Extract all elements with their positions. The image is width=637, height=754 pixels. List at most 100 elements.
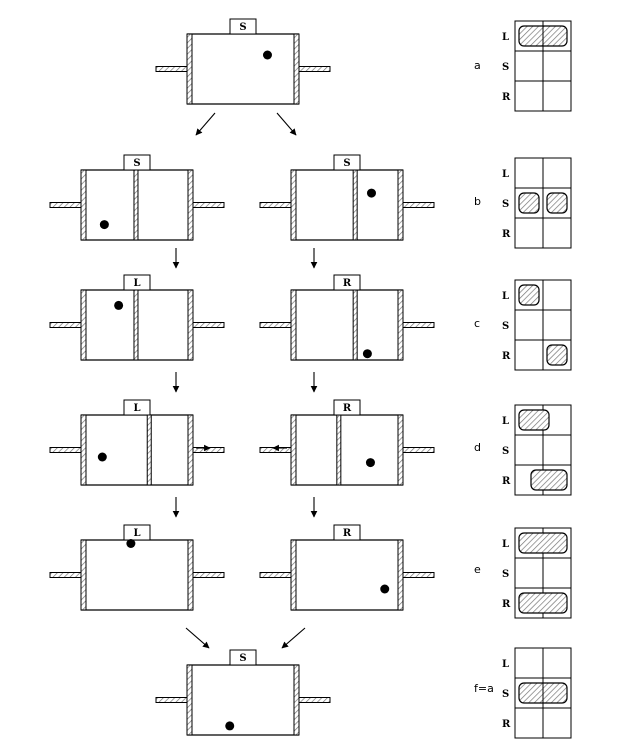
engine-panel: L [49, 399, 225, 486]
right-piston [187, 169, 194, 241]
engine-panel: S [259, 154, 435, 241]
state-grid: LSR [502, 404, 572, 496]
grid-row-label: S [502, 321, 509, 332]
step-label: c [474, 317, 480, 330]
state-box [333, 154, 361, 171]
partition [352, 169, 358, 241]
partition [336, 414, 342, 486]
state-grid: LSR [502, 157, 572, 249]
step-label: a [474, 59, 481, 72]
engine-panel: L [49, 524, 225, 611]
grid-row-label: L [502, 291, 509, 302]
step-label: d [474, 441, 481, 454]
right-rod [402, 322, 435, 328]
state-box [333, 399, 361, 416]
left-rod [259, 572, 292, 578]
left-piston [186, 33, 193, 105]
grid-row-label: R [502, 92, 511, 103]
state-label: S [239, 653, 246, 664]
molecule [362, 349, 372, 359]
state-blob [518, 409, 550, 431]
right-piston [187, 289, 194, 361]
left-rod [49, 447, 82, 453]
state-label: R [343, 403, 352, 414]
molecule [366, 188, 376, 198]
state-label: S [343, 158, 350, 169]
flow-arrow [281, 627, 306, 649]
left-piston [290, 539, 297, 611]
left-rod [155, 66, 188, 72]
grid-row-label: S [502, 569, 509, 580]
state-blob [518, 592, 568, 614]
left-rod [155, 697, 188, 703]
engine-panel: R [259, 274, 435, 361]
flow-arrow [276, 112, 297, 136]
right-piston [397, 289, 404, 361]
right-piston [397, 539, 404, 611]
state-box [123, 524, 151, 541]
grid-row-label: R [502, 599, 511, 610]
state-label: R [343, 278, 352, 289]
right-rod [298, 697, 331, 703]
right-rod [298, 66, 331, 72]
partition [133, 289, 139, 361]
grid-row-label: S [502, 199, 509, 210]
state-grid: L S R [502, 20, 572, 112]
flow-arrows [172, 112, 318, 649]
molecule [114, 300, 124, 310]
state-label: S [133, 158, 140, 169]
right-rod [192, 202, 225, 208]
right-piston [293, 664, 300, 736]
grid-row-label: L [502, 32, 509, 43]
state-box [333, 524, 361, 541]
engine-panel: R [259, 399, 435, 486]
right-piston [397, 414, 404, 486]
state-label: S [239, 22, 246, 33]
engine-panels: S S S L R L R L R S [49, 18, 435, 736]
left-rod [259, 322, 292, 328]
left-piston [80, 414, 87, 486]
right-piston [187, 414, 194, 486]
molecule [380, 584, 390, 594]
engine-panel: R [259, 524, 435, 611]
left-piston [80, 289, 87, 361]
state-blob [546, 344, 568, 366]
right-rod [402, 202, 435, 208]
state-blob [518, 532, 568, 554]
state-blob [518, 284, 540, 306]
state-grid: LSR [502, 647, 572, 739]
partition [352, 289, 358, 361]
partition [133, 169, 139, 241]
engine-panel: S [49, 154, 225, 241]
state-label: L [133, 528, 140, 539]
grid-row-label: L [502, 659, 509, 670]
state-box [333, 274, 361, 291]
grid-row-label: R [502, 476, 511, 487]
state-box [123, 399, 151, 416]
left-piston [80, 169, 87, 241]
left-rod [49, 322, 82, 328]
left-rod [259, 202, 292, 208]
right-piston [187, 539, 194, 611]
right-rod [192, 322, 225, 328]
state-blob [530, 469, 568, 491]
state-box [123, 274, 151, 291]
left-piston [290, 414, 297, 486]
step-label: e [474, 563, 481, 576]
state-grid: LSR [502, 527, 572, 619]
grid-row-label: R [502, 719, 511, 730]
grid-row-label: S [502, 62, 509, 73]
engine-panel: S [155, 18, 331, 105]
right-rod [402, 447, 435, 453]
partition [146, 414, 152, 486]
engine-panel: L [49, 274, 225, 361]
right-rod [192, 572, 225, 578]
grid-row-label: L [502, 416, 509, 427]
state-label: L [133, 278, 140, 289]
state-label: R [343, 528, 352, 539]
state-box [229, 649, 257, 666]
state-grid: LSR [502, 279, 572, 371]
state-blob [546, 192, 568, 214]
